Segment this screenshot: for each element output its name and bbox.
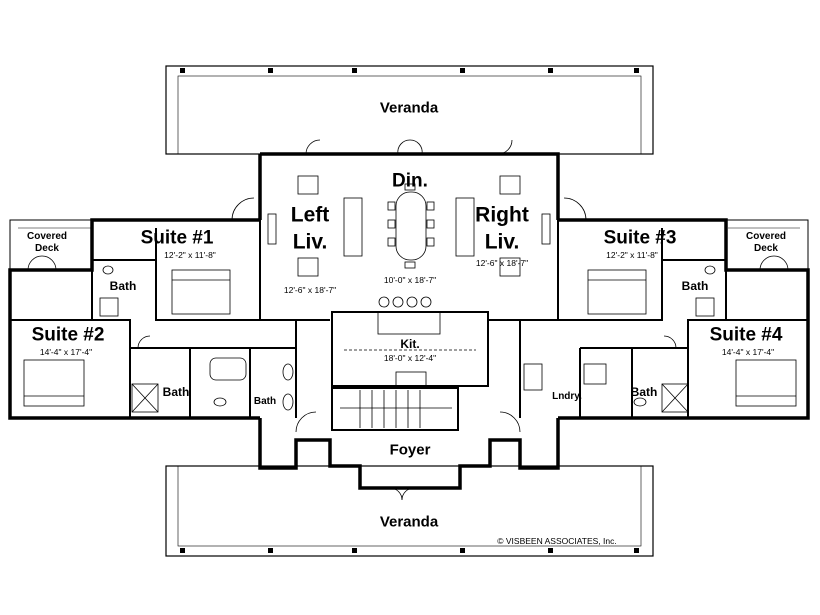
suite3-label: Suite #3 [603,227,677,249]
right-living-dims: 12'-6" x 18'-7" [475,257,529,268]
suite3-bed [587,269,647,315]
stair-outline [331,387,459,431]
left-sofa [343,197,363,257]
bath-label-suite2a: Bath [162,385,190,399]
right-sofa [455,197,475,257]
bath-label-suite4: Bath [630,385,658,399]
dining-label: Din. [392,170,428,192]
veranda-posts [180,68,639,553]
covered-deck-left-line1: Covered [26,231,68,242]
suite3-dims: 12'-2" x 11'-8" [606,249,658,260]
suite1-label: Suite #1 [140,227,214,249]
right-wing-wall [558,218,810,420]
kitchen-dims: 18'-0" x 12'-4" [383,352,437,363]
suite4-label: Suite #4 [709,324,783,346]
suite2-dims: 14'-4" x 17'-4" [39,346,93,357]
left-living-dims: 12'-6" x 18'-7" [283,284,337,295]
central-wall [260,152,560,220]
suite4-bed [735,359,797,407]
kitchen-label: Kit. [400,337,420,351]
bath-label-suite1: Bath [109,279,137,293]
dining-table [395,191,427,261]
right-living-label-line1: Right [475,203,529,227]
left-wing-wall [8,218,260,420]
covered-deck-right-line2: Deck [754,243,778,254]
suite2-label: Suite #2 [31,324,105,346]
laundry-label: Lndry. [552,391,582,402]
left-living-label-line2: Liv. [292,230,328,254]
kitchen-island [377,311,441,335]
veranda-bottom-label: Veranda [379,513,439,531]
right-living-label-line2: Liv. [484,230,520,254]
covered-deck-left-line2: Deck [35,243,59,254]
suite1-dims: 12'-2" x 11'-8" [164,249,216,260]
veranda-top-label: Veranda [379,99,439,117]
bath-label-suite3: Bath [681,279,709,293]
suite1-bed [171,269,231,315]
suite2-bed [23,359,85,407]
left-living-label-line1: Left [290,203,330,227]
suite4-dims: 14'-4" x 17'-4" [721,346,775,357]
copyright-notice: © VISBEEN ASSOCIATES, Inc. [497,535,617,546]
covered-deck-right-line1: Covered [745,231,787,242]
dining-dims: 10'-0" x 18'-7" [383,274,437,285]
foyer-label: Foyer [389,441,431,459]
bath-label-suite2b: Bath [253,396,277,407]
